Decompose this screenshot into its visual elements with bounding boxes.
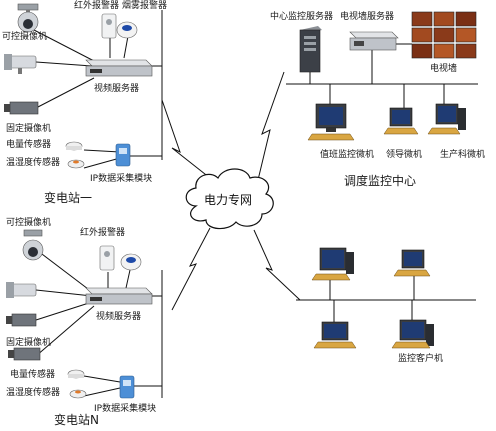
temp-humidity-sensor-icon <box>67 159 85 169</box>
smoke-alarm-label: 烟雾报警器 <box>122 1 168 11</box>
video-server-label: 视频服务器 <box>94 84 140 94</box>
fixed-camera-icon <box>8 347 41 361</box>
tv-wall-server-icon <box>349 31 399 51</box>
bullet-camera-icon <box>6 282 37 298</box>
duty-pc-icon <box>307 103 355 141</box>
fixed-camera-icon <box>4 101 39 115</box>
ip-module-label: IP数据采集模块 <box>90 174 153 184</box>
ip-module-icon <box>115 143 131 167</box>
video-server-label: 视频服务器 <box>96 312 142 322</box>
ip-module-icon <box>119 375 135 399</box>
production-pc-label: 生产科微机 <box>440 150 486 160</box>
dispatch-center-title: 调度监控中心 <box>344 174 417 188</box>
leader-pc-label: 领导微机 <box>386 150 423 160</box>
network-cloud <box>185 168 274 230</box>
temp-humidity-sensor-label: 温湿度传感器 <box>6 158 61 168</box>
central-server-label: 中心监控服务器 <box>270 12 334 22</box>
power-sensor-icon <box>65 141 83 151</box>
fixed-camera-label: 固定摄像机 <box>6 338 52 348</box>
video-server-icon <box>85 59 153 77</box>
ptz-camera-label: 可控摄像机 <box>6 218 52 228</box>
temp-humidity-sensor-label: 温湿度传感器 <box>6 388 61 398</box>
duty-pc-label: 值班监控微机 <box>320 150 375 160</box>
tv-wall-icon <box>411 11 477 59</box>
infrared-detector-icon <box>99 245 115 271</box>
tv-wall-label: 电视墙 <box>430 64 458 74</box>
temp-humidity-sensor-icon <box>69 389 87 399</box>
smoke-detector-icon <box>116 21 138 39</box>
network-label: 电力专网 <box>204 193 253 207</box>
client-pc-icon <box>313 321 357 349</box>
fixed-camera-icon <box>6 313 37 327</box>
ip-module-label: IP数据采集模块 <box>94 404 157 414</box>
video-server-icon <box>85 287 153 305</box>
client-pc-icon <box>311 247 354 281</box>
infrared-alarm-label: 红外报警器 <box>74 1 120 11</box>
client-pc-icon <box>393 249 431 277</box>
power-sensor-label: 电量传感器 <box>10 370 56 380</box>
client-pc-label: 监控客户机 <box>398 354 444 364</box>
ptz-camera-icon <box>22 229 44 261</box>
fixed-camera-label: 固定摄像机 <box>6 124 52 134</box>
ptz-camera-icon <box>17 3 39 33</box>
client-pc-icon <box>391 319 434 349</box>
leader-pc-icon <box>383 107 419 135</box>
power-sensor-label: 电量传感器 <box>6 140 52 150</box>
substation-1-title: 变电站一 <box>44 191 93 205</box>
tv-wall-server-label: 电视墙服务器 <box>340 12 395 22</box>
central-server-icon <box>299 26 322 73</box>
infrared-alarm-label: 红外报警器 <box>80 228 126 238</box>
smoke-detector-icon <box>120 253 142 271</box>
substation-n-title: 变电站N <box>54 413 99 427</box>
bullet-camera-icon <box>4 54 37 74</box>
production-pc-icon <box>427 103 466 135</box>
ptz-camera-label: 可控摄像机 <box>2 32 48 42</box>
infrared-detector-icon <box>101 13 117 39</box>
power-sensor-icon <box>67 369 85 379</box>
